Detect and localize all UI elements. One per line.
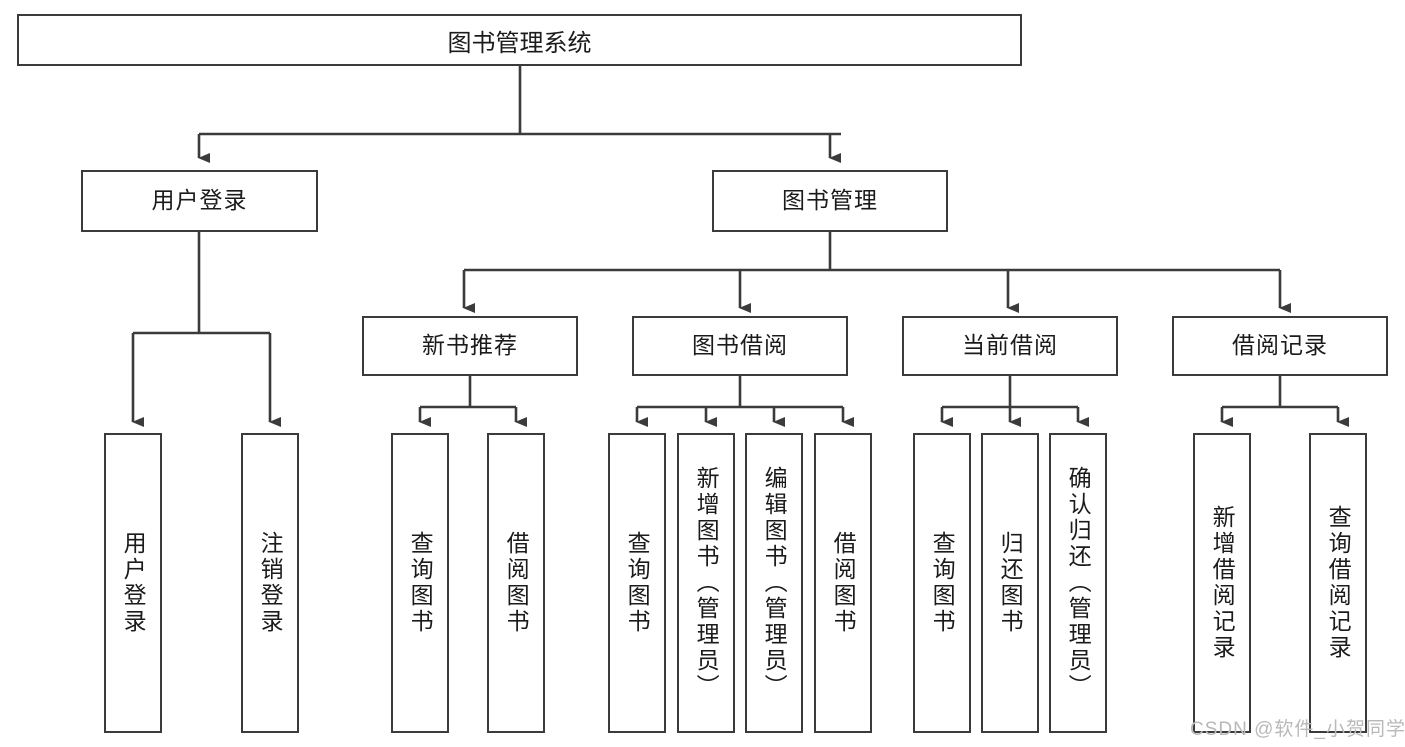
node-book-management[interactable]: 图书管理 (712, 170, 948, 232)
leaf-label: 归还图书 (997, 531, 1024, 635)
leaf-label: 新增图书（管理员） (693, 466, 720, 700)
leaf-label: 用户登录 (120, 531, 147, 635)
leaf-add-book-admin[interactable]: 新增图书（管理员） (677, 433, 735, 733)
csdn-watermark: CSDN @软件_小贺同学 (1190, 719, 1405, 740)
leaf-label: 借阅图书 (830, 531, 857, 635)
leaf-label: 编辑图书（管理员） (761, 466, 788, 700)
leaf-add-borrow-record[interactable]: 新增借阅记录 (1193, 433, 1251, 733)
node-current-borrow[interactable]: 当前借阅 (902, 316, 1118, 376)
node-new-book-recommend[interactable]: 新书推荐 (362, 316, 578, 376)
leaf-label: 查询图书 (407, 531, 434, 635)
leaf-logout[interactable]: 注销登录 (241, 433, 299, 733)
leaf-user-login[interactable]: 用户登录 (104, 433, 162, 733)
leaf-label: 借阅图书 (503, 531, 530, 635)
leaf-return-book[interactable]: 归还图书 (981, 433, 1039, 733)
node-book-borrow[interactable]: 图书借阅 (632, 316, 848, 376)
leaf-query-book-recommend[interactable]: 查询图书 (391, 433, 449, 733)
leaf-borrow-book-recommend[interactable]: 借阅图书 (487, 433, 545, 733)
node-user-login[interactable]: 用户登录 (81, 170, 318, 232)
node-borrow-record[interactable]: 借阅记录 (1172, 316, 1388, 376)
leaf-label: 查询图书 (624, 531, 651, 635)
leaf-query-borrow-record[interactable]: 查询借阅记录 (1309, 433, 1367, 733)
leaf-borrow-book[interactable]: 借阅图书 (814, 433, 872, 733)
node-root-system[interactable]: 图书管理系统 (17, 14, 1022, 66)
leaf-label: 查询借阅记录 (1325, 505, 1352, 661)
leaf-label: 查询图书 (929, 531, 956, 635)
leaf-confirm-return-admin[interactable]: 确认归还（管理员） (1049, 433, 1107, 733)
leaf-query-book-current[interactable]: 查询图书 (913, 433, 971, 733)
leaf-label: 确认归还（管理员） (1065, 466, 1092, 700)
leaf-edit-book-admin[interactable]: 编辑图书（管理员） (745, 433, 803, 733)
leaf-label: 注销登录 (257, 531, 284, 635)
leaf-query-book-borrow[interactable]: 查询图书 (608, 433, 666, 733)
leaf-label: 新增借阅记录 (1209, 505, 1236, 661)
